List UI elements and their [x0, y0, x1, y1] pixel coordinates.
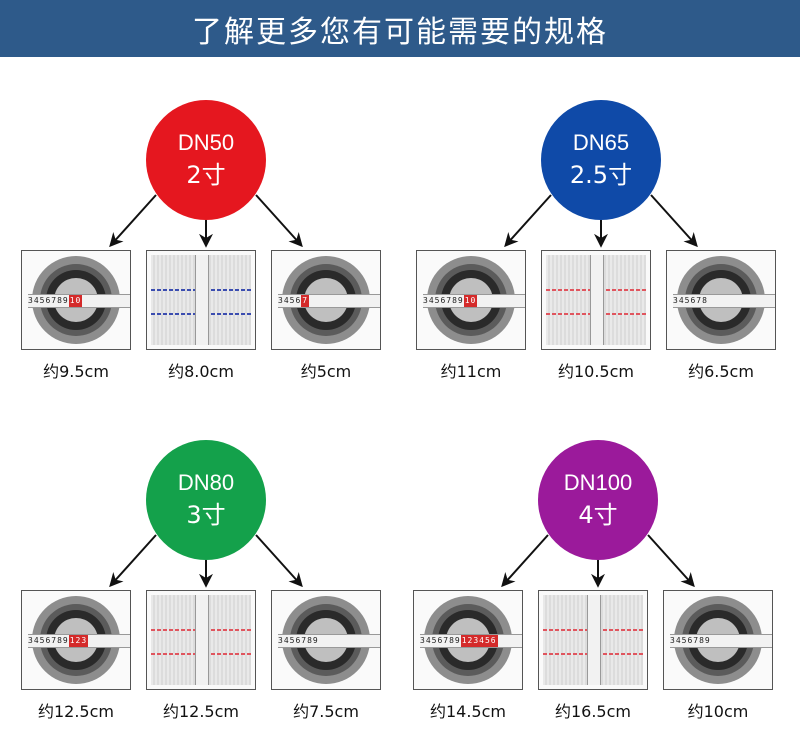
size-label: 约6.5cm [688, 362, 754, 381]
arrow-right [255, 534, 303, 588]
coupling-photo: 345678910 [416, 250, 526, 350]
measuring-tape: 345678 [673, 294, 775, 308]
coupling-photo: 345678910 [21, 250, 131, 350]
size-label: 约8.0cm [168, 362, 234, 381]
tape-mark: 123 [68, 635, 89, 647]
size-label: 约10.5cm [557, 362, 634, 381]
size-label: 约5cm [300, 362, 352, 381]
arrow-left [109, 194, 157, 248]
dn-label: DN80 [177, 470, 235, 495]
coupling-photo: 3456789 [271, 590, 381, 690]
hose-photo [538, 590, 648, 690]
inch-label: 4寸 [578, 501, 618, 529]
coupling-photo: 3456789 [663, 590, 773, 690]
arrow-right [255, 194, 303, 248]
dn-label: DN100 [563, 470, 633, 495]
arrows [109, 534, 303, 588]
measuring-tape: 3456789123456 [420, 634, 522, 648]
measuring-tape [195, 595, 209, 685]
tape-numbers: 345678 [673, 296, 708, 305]
tape-mark: 10 [68, 295, 83, 307]
size-label: 约12.5cm [162, 702, 239, 721]
hose-photo [541, 250, 651, 350]
size-label: 约11cm [440, 362, 502, 381]
arrow-right [650, 194, 698, 248]
tape-mark: 7 [301, 295, 310, 307]
tape-numbers: 3456789 [420, 636, 461, 645]
arrows [109, 194, 303, 248]
size-label: 约12.5cm [37, 702, 114, 721]
tape-numbers: 3456789 [278, 636, 319, 645]
tape-mark: 123456 [460, 635, 498, 647]
coupling-photo: 345678 [666, 250, 776, 350]
tape-numbers: 3456789 [423, 296, 464, 305]
size-circle: DN80 3寸 [146, 440, 266, 560]
measuring-tape [587, 595, 601, 685]
arrow-right [647, 534, 695, 588]
tape-numbers: 3456 [278, 296, 302, 305]
measuring-tape [590, 255, 604, 345]
size-label: 约16.5cm [554, 702, 631, 721]
measuring-tape [195, 255, 209, 345]
coupling-photo: 3456789123456 [413, 590, 523, 690]
tape-numbers: 3456789 [28, 636, 69, 645]
arrows [501, 534, 695, 588]
size-circle: DN65 2.5寸 [541, 100, 661, 220]
inch-label: 2寸 [186, 161, 226, 189]
tape-numbers: 3456789 [28, 296, 69, 305]
inch-label: 3寸 [186, 501, 226, 529]
measuring-tape: 3456789 [670, 634, 772, 648]
spec-group-dn65: DN65 2.5寸 345678910 约11cm 约10.5cm 345678 约6.5c… [411, 90, 791, 390]
arrow-left [109, 534, 157, 588]
size-circle: DN50 2寸 [146, 100, 266, 220]
tape-mark: 10 [463, 295, 478, 307]
inch-label: 2.5寸 [569, 161, 633, 189]
coupling-photo: 34567 [271, 250, 381, 350]
measuring-tape: 345678910 [423, 294, 525, 308]
size-label: 约7.5cm [293, 702, 359, 721]
measuring-tape: 345678910 [28, 294, 130, 308]
size-label: 约9.5cm [43, 362, 109, 381]
measuring-tape: 3456789 [278, 634, 380, 648]
spec-group-dn50: DN50 2寸 345678910 约9.5cm 约8.0cm 34567 约5cm [16, 90, 396, 390]
measuring-tape: 3456789123 [28, 634, 130, 648]
arrow-left [501, 534, 549, 588]
dn-label: DN65 [572, 130, 630, 155]
page-title: 了解更多您有可能需要的规格 [192, 14, 608, 50]
coupling-image [282, 256, 370, 344]
measuring-tape: 34567 [278, 294, 380, 308]
dn-label: DN50 [177, 130, 235, 155]
page-header: 了解更多您有可能需要的规格 [0, 0, 800, 57]
size-label: 约14.5cm [429, 702, 506, 721]
coupling-photo: 3456789123 [21, 590, 131, 690]
arrow-left [504, 194, 552, 248]
tape-numbers: 3456789 [670, 636, 711, 645]
arrows [504, 194, 698, 248]
size-circle: DN100 4寸 [538, 440, 658, 560]
hose-photo [146, 250, 256, 350]
hose-photo [146, 590, 256, 690]
size-label: 约10cm [687, 702, 749, 721]
